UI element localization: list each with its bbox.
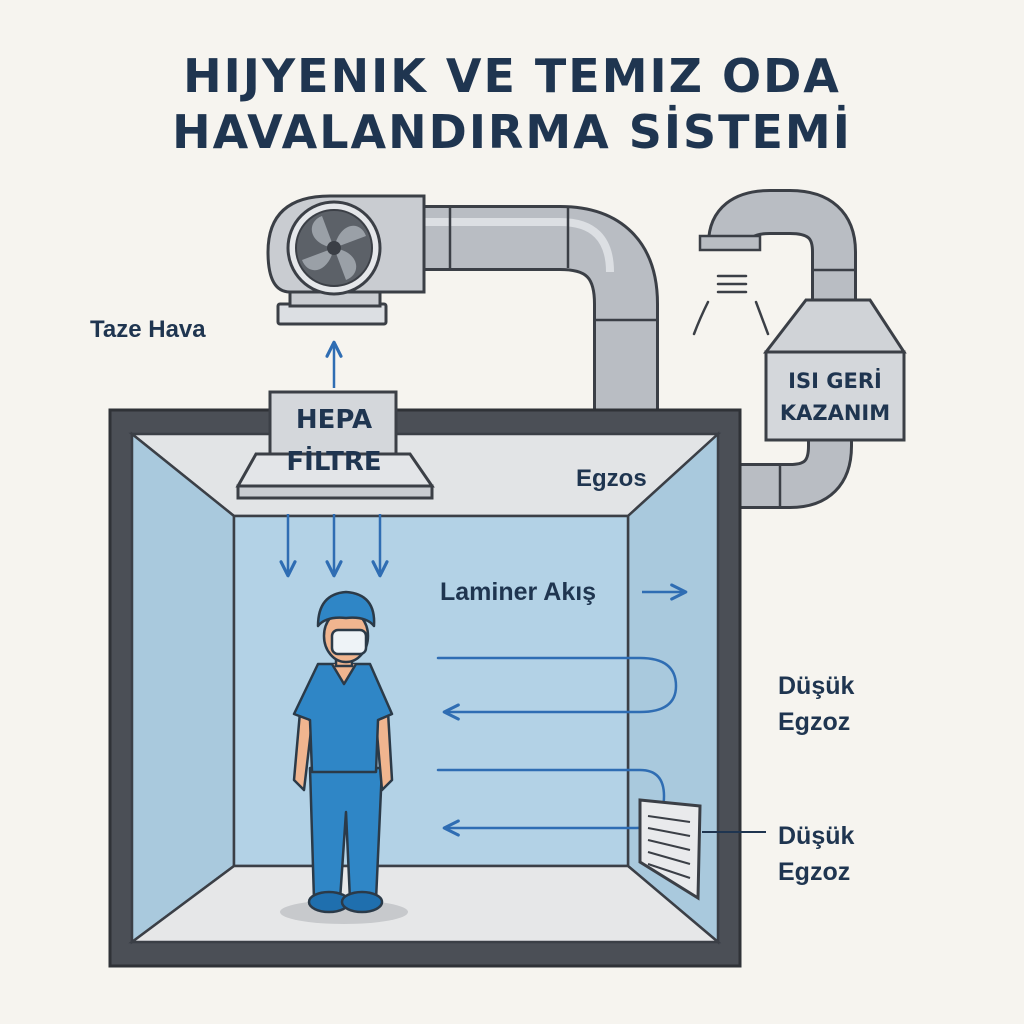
laminar-flow-label: Laminer Akış bbox=[440, 578, 596, 606]
heat-recovery-label-line-1: ISI GERİ bbox=[788, 368, 882, 393]
cleanroom-worker-icon bbox=[280, 590, 408, 924]
vapor-icon bbox=[692, 274, 770, 336]
hepa-filter bbox=[235, 390, 435, 500]
heat-recovery-label-line-2: KAZANIM bbox=[780, 401, 890, 425]
exhaust-label: Egzos bbox=[576, 465, 647, 492]
heat-recovery-unit bbox=[762, 298, 907, 442]
exhaust-duct bbox=[698, 189, 857, 509]
fan-unit bbox=[266, 194, 426, 326]
hepa-label-line-2: FİLTRE bbox=[286, 445, 381, 477]
low-exhaust-2-line-1: Düşük bbox=[778, 822, 855, 850]
fresh-air-label: Taze Hava bbox=[90, 316, 206, 343]
exhaust-grille-icon bbox=[638, 798, 702, 901]
title-line-2: HAVALANDIRMA SİSTEMİ bbox=[172, 105, 852, 159]
low-exhaust-1-line-1: Düşük bbox=[778, 672, 855, 700]
cleanroom bbox=[108, 408, 742, 968]
supply-duct bbox=[420, 205, 659, 414]
downflow-arrows bbox=[279, 514, 389, 578]
low-exhaust-2-line-2: Egzoz bbox=[778, 858, 850, 886]
title-line-1: HIJYENIK VE TEMIZ ODA bbox=[183, 49, 841, 103]
hepa-label-line-1: HEPA bbox=[296, 405, 372, 435]
fan-icon bbox=[286, 200, 382, 296]
low-exhaust-1-line-2: Egzoz bbox=[778, 708, 850, 736]
